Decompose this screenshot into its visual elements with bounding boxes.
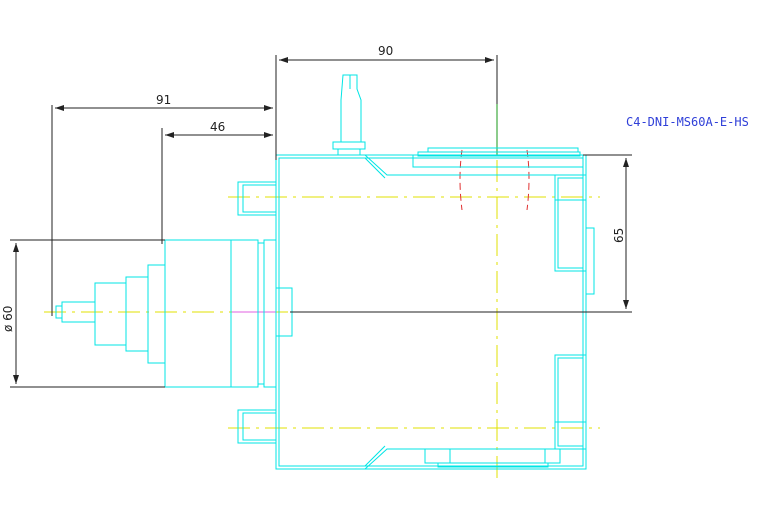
part-outline [55,74,595,470]
dimension-arrows [13,57,629,384]
part-number-label: C4-DNI-MS60A-E-HS [626,115,749,129]
dimension-65: 65 [612,228,626,243]
center-lines [44,160,600,478]
dimension-91: 91 [156,93,171,107]
dimension-lines [10,55,632,388]
dimension-90: 90 [378,44,393,58]
hidden-lines [459,149,530,211]
dimension-diameter-60: ø 60 [1,306,15,332]
dimension-46: 46 [210,120,225,134]
